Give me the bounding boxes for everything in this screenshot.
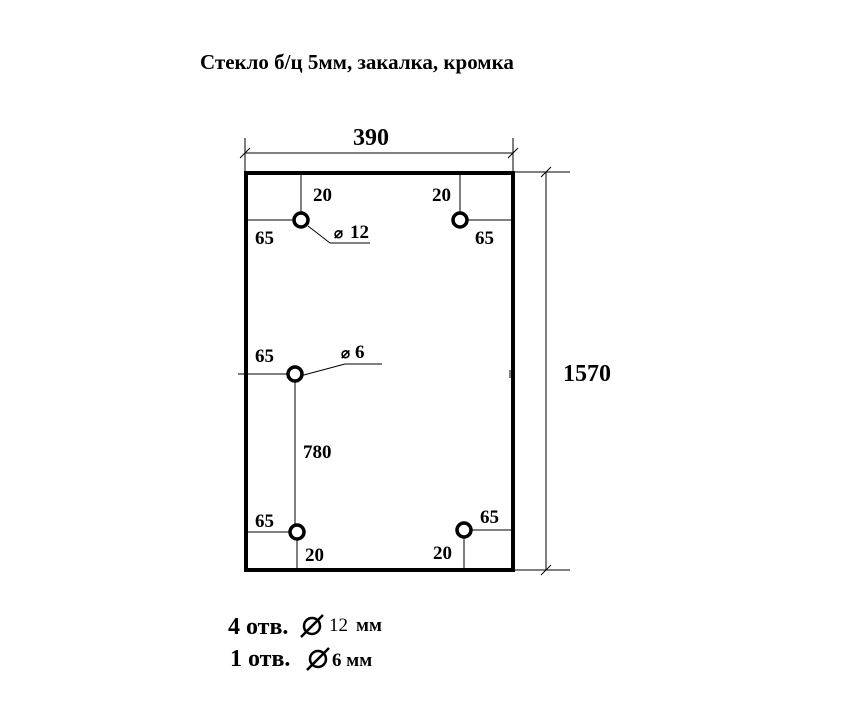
glass-panel-outline bbox=[244, 171, 515, 572]
width-label: 390 bbox=[353, 125, 389, 151]
hole-circle-12 bbox=[455, 521, 473, 539]
hole-top-right: 20 65 bbox=[432, 173, 511, 249]
hole-tl-diameter-label: 12 bbox=[350, 222, 369, 243]
diameter-symbol: ⌀ bbox=[341, 346, 350, 362]
hole-circle-12 bbox=[292, 211, 310, 229]
hole-mid-diameter-label: 6 bbox=[355, 342, 365, 363]
note-line1-count: 4 отв. bbox=[228, 614, 288, 640]
hole-notes: 4 отв. 12 мм 1 отв. 6 мм bbox=[228, 614, 382, 672]
hole-br-bottom-label: 20 bbox=[433, 543, 452, 564]
width-tick-left bbox=[239, 147, 251, 159]
diameter-icon bbox=[300, 614, 324, 638]
hole-circle-12 bbox=[288, 523, 306, 541]
hole-tl-top-label: 20 bbox=[313, 185, 332, 206]
hole-tr-top-label: 20 bbox=[432, 185, 451, 206]
hole-circle-12 bbox=[451, 211, 469, 229]
hole-mid-diameter-leader bbox=[299, 363, 346, 377]
hole-bottom-right: 65 20 bbox=[433, 507, 511, 568]
drawing-title: Стекло б/ц 5мм, закалка, кромка bbox=[200, 50, 514, 74]
hole-bl-bottom-label: 20 bbox=[305, 545, 324, 566]
width-dimension: 390 bbox=[239, 125, 519, 172]
height-dimension: 1570 bbox=[513, 166, 611, 576]
width-tick-right bbox=[507, 147, 519, 159]
height-tick-top bbox=[540, 166, 552, 178]
hole-top-left: 20 65 ⌀ 12 bbox=[248, 173, 370, 249]
note-line1-size: 12 bbox=[329, 615, 348, 636]
height-tick-bottom bbox=[540, 564, 552, 576]
hole-bottom-left: 65 20 bbox=[248, 511, 324, 568]
note-line2-size: 6 мм bbox=[332, 650, 372, 671]
note-line1-unit: мм bbox=[356, 615, 382, 636]
hole-tl-side-label: 65 bbox=[255, 228, 274, 249]
spacing-780-label: 780 bbox=[303, 442, 332, 463]
hole-mid-side-label: 65 bbox=[255, 346, 274, 367]
height-label: 1570 bbox=[563, 361, 611, 387]
hole-tl-diameter-leader bbox=[307, 225, 331, 244]
hole-circle-6 bbox=[286, 365, 304, 383]
hole-tr-side-label: 65 bbox=[475, 228, 494, 249]
hole-middle: 65 ⌀ 6 bbox=[238, 342, 511, 383]
note-line2-count: 1 отв. bbox=[230, 646, 290, 672]
hole-bl-side-label: 65 bbox=[255, 511, 274, 532]
diameter-symbol: ⌀ bbox=[334, 226, 343, 242]
hole-br-side-label: 65 bbox=[480, 507, 499, 528]
diameter-icon bbox=[306, 647, 330, 671]
